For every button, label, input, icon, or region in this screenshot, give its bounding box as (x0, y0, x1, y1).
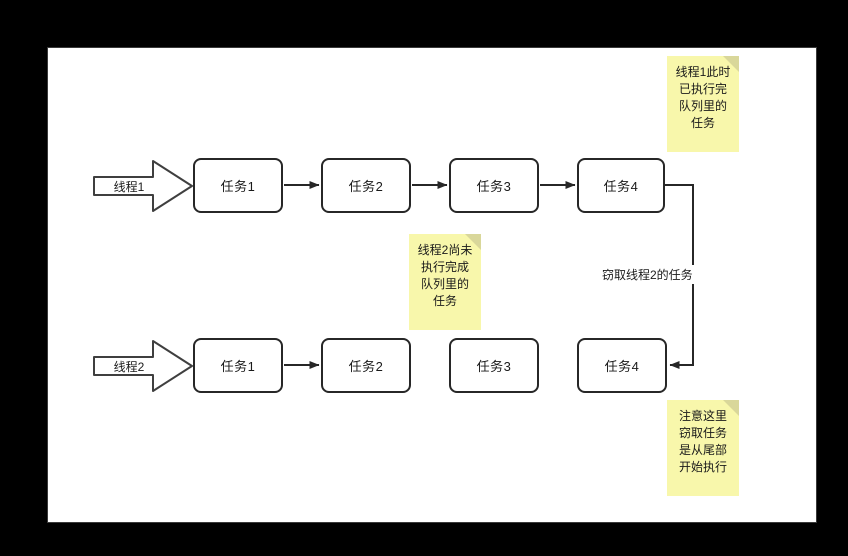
diagram-canvas: 线程1 线程2 任务1 任务2 任务3 任务4 任务1 任务2 (47, 47, 817, 523)
thread-2-arrow: 线程2 (93, 340, 193, 392)
thread-2-task-2[interactable]: 任务2 (321, 338, 411, 393)
thread-1-task-3[interactable]: 任务3 (449, 158, 539, 213)
task-label: 任务1 (220, 179, 256, 194)
thread-2-task-4[interactable]: 任务4 (577, 338, 667, 393)
edge-label-text: 窃取线程2的任务 (602, 268, 693, 282)
task-label: 任务2 (348, 359, 384, 374)
task-label: 任务1 (220, 359, 256, 374)
thread-2-task-3[interactable]: 任务3 (449, 338, 539, 393)
note-text: 线程1此时 已执行完 队列里的 任务 (675, 65, 731, 130)
task-label: 任务3 (476, 179, 512, 194)
thread-1-arrow: 线程1 (93, 160, 193, 212)
steal-edge-label: 窃取线程2的任务 (599, 265, 696, 284)
task-label: 任务4 (604, 359, 640, 374)
note-steal-from-tail[interactable]: 注意这里 窃取任务 是从尾部 开始执行 (667, 400, 739, 496)
note-text: 注意这里 窃取任务 是从尾部 开始执行 (678, 409, 727, 474)
note-thread2-pending[interactable]: 线程2尚未 执行完成 队列里的 任务 (409, 234, 481, 330)
note-fold-icon (465, 234, 481, 250)
note-thread1-done[interactable]: 线程1此时 已执行完 队列里的 任务 (667, 56, 739, 152)
note-fold-icon (723, 56, 739, 72)
task-label: 任务4 (603, 179, 639, 194)
note-text: 线程2尚未 执行完成 队列里的 任务 (417, 243, 473, 308)
thread-1-task-4[interactable]: 任务4 (577, 158, 665, 213)
task-label: 任务2 (348, 179, 384, 194)
thread-2-task-1[interactable]: 任务1 (193, 338, 283, 393)
thread-1-task-1[interactable]: 任务1 (193, 158, 283, 213)
thread-1-task-2[interactable]: 任务2 (321, 158, 411, 213)
task-label: 任务3 (476, 359, 512, 374)
note-fold-icon (723, 400, 739, 416)
